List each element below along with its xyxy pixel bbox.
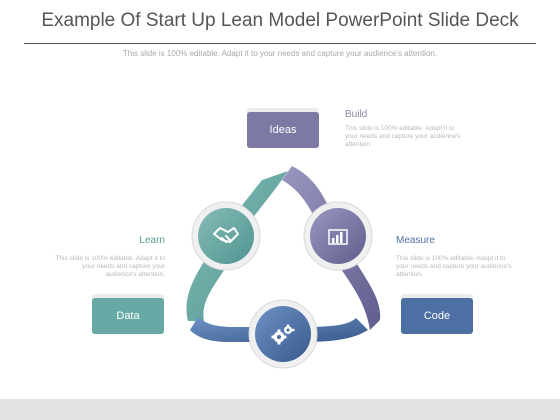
- build-heading: Build: [345, 109, 368, 120]
- slide-title: Example Of Start Up Lean Model PowerPoin…: [41, 10, 519, 31]
- data-box: Data: [92, 298, 164, 334]
- bar-chart-icon: [328, 229, 348, 245]
- ideas-box: Ideas: [247, 112, 319, 148]
- footer-bar: [0, 399, 560, 420]
- gears-icon: [271, 324, 295, 345]
- title-divider: [24, 43, 536, 44]
- slide-subtitle: This slide is 100% editable. Adapt it to…: [122, 49, 438, 58]
- measure-heading: Measure: [396, 235, 435, 246]
- learn-description: This slide is 100% editable. Adapt it to…: [55, 255, 165, 278]
- measure-description: This slide is 100% editable. Adapt it to…: [396, 255, 512, 278]
- learn-heading: Learn: [139, 235, 165, 246]
- handshake-icon: [213, 227, 239, 243]
- build-description: This slide is 100% editable. Adapt it to…: [345, 125, 461, 148]
- code-box: Code: [401, 298, 473, 334]
